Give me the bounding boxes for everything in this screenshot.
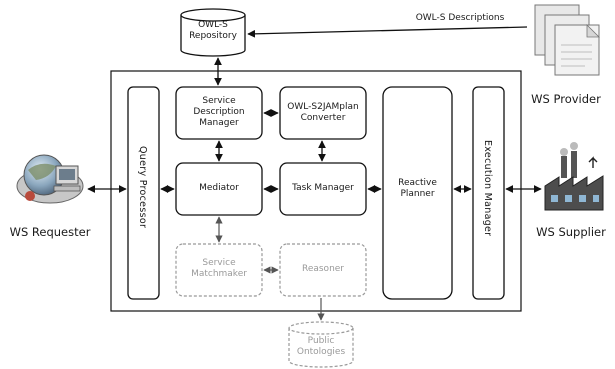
owl-s-descriptions-label: OWL-S Descriptions bbox=[415, 13, 505, 23]
task-manager-label: Task Manager bbox=[292, 183, 354, 193]
owl-s-repository-label: OWL-S Repository bbox=[189, 20, 237, 41]
converter-label: OWL-S2JAMplan Converter bbox=[287, 102, 359, 123]
reasoner-box bbox=[279, 243, 367, 297]
ws-provider-label: WS Provider bbox=[531, 92, 601, 106]
converter-box bbox=[279, 86, 367, 140]
query-processor-label: Query Processor bbox=[137, 146, 148, 229]
reactive-planner-label: Reactive Planner bbox=[398, 178, 437, 199]
mediator-label: Mediator bbox=[199, 183, 239, 193]
supplier-factory-icon bbox=[544, 142, 604, 211]
query-processor-box bbox=[127, 86, 160, 300]
service-matchmaker-box bbox=[175, 243, 263, 297]
documents-icon bbox=[534, 4, 600, 76]
service-matchmaker-label: Service Matchmaker bbox=[191, 258, 247, 279]
public-ontologies-label: Public Ontologies bbox=[296, 336, 346, 357]
reactive-planner-box bbox=[382, 86, 453, 300]
arrow-provider-to-repository bbox=[247, 26, 528, 38]
ws-supplier-label: WS Supplier bbox=[536, 225, 606, 239]
service-description-manager-label: Service Description Manager bbox=[193, 96, 245, 128]
execution-manager-label: Execution Manager bbox=[482, 140, 493, 237]
task-manager-box bbox=[279, 162, 367, 216]
requester-globe-icon bbox=[16, 154, 84, 204]
execution-manager-box bbox=[472, 86, 505, 300]
public-ontologies-cylinder bbox=[288, 321, 354, 368]
mediator-box bbox=[175, 162, 263, 216]
owl-s-repository-cylinder bbox=[180, 8, 246, 57]
reasoner-label: Reasoner bbox=[301, 264, 345, 274]
ws-requester-label: WS Requester bbox=[9, 225, 91, 239]
service-description-manager-box bbox=[175, 86, 263, 140]
